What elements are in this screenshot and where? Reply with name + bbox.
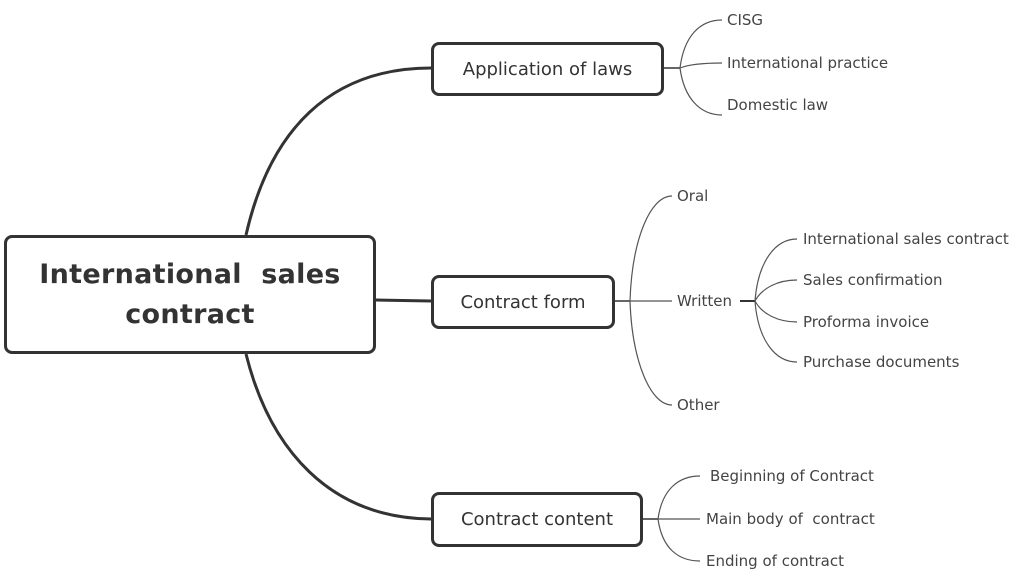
- leaf-cisg[interactable]: CISG: [727, 11, 764, 29]
- connector-proforma-invoice: [754, 300, 798, 323]
- leaf-oral[interactable]: Oral: [677, 187, 709, 205]
- root-label-line1: International sales: [39, 258, 341, 290]
- leaf-other[interactable]: Other: [677, 396, 720, 414]
- branch-node-application-of-laws[interactable]: Application of laws: [431, 42, 664, 96]
- connector-root-to-application-of-laws: [244, 66, 432, 236]
- leaf-beginning-of-contract[interactable]: Beginning of Contract: [710, 467, 874, 485]
- root-label-line2: contract: [125, 298, 255, 330]
- connector-root-to-contract-form: [375, 298, 432, 303]
- root-node[interactable]: International sales contract: [4, 235, 376, 354]
- connector-other: [629, 300, 673, 406]
- leaf-domestic-law[interactable]: Domestic law: [727, 96, 829, 114]
- branch-label: Application of laws: [462, 58, 633, 80]
- connector-international-practice: [679, 62, 723, 69]
- connector-beginning: [657, 475, 701, 520]
- connector-purchase-documents: [754, 300, 798, 363]
- branch-label: Contract content: [460, 509, 614, 530]
- branch-node-contract-form[interactable]: Contract form: [431, 275, 615, 329]
- leaf-sales-confirmation[interactable]: Sales confirmation: [803, 271, 943, 289]
- branch-label: Contract form: [460, 291, 586, 313]
- connector-sales-confirmation: [754, 279, 798, 302]
- leaf-international-sales-contract[interactable]: International sales contract: [803, 230, 1009, 248]
- leaf-international-practice[interactable]: International practice: [727, 54, 889, 72]
- branch-node-contract-content[interactable]: Contract content: [431, 492, 643, 547]
- connector-domestic-law: [679, 67, 723, 116]
- leaf-purchase-documents[interactable]: Purchase documents: [803, 353, 960, 371]
- connector-ending: [657, 518, 701, 562]
- leaf-proforma-invoice[interactable]: Proforma invoice: [803, 313, 930, 331]
- connector-oral: [629, 195, 673, 302]
- connector-root-to-contract-content: [244, 353, 432, 521]
- connector-cisg: [679, 19, 723, 69]
- leaf-main-body-of-contract[interactable]: Main body of contract: [706, 510, 875, 528]
- connector-intl-sales-contract: [754, 238, 798, 302]
- leaf-written[interactable]: Written: [677, 292, 732, 310]
- leaf-ending-of-contract[interactable]: Ending of contract: [706, 552, 844, 570]
